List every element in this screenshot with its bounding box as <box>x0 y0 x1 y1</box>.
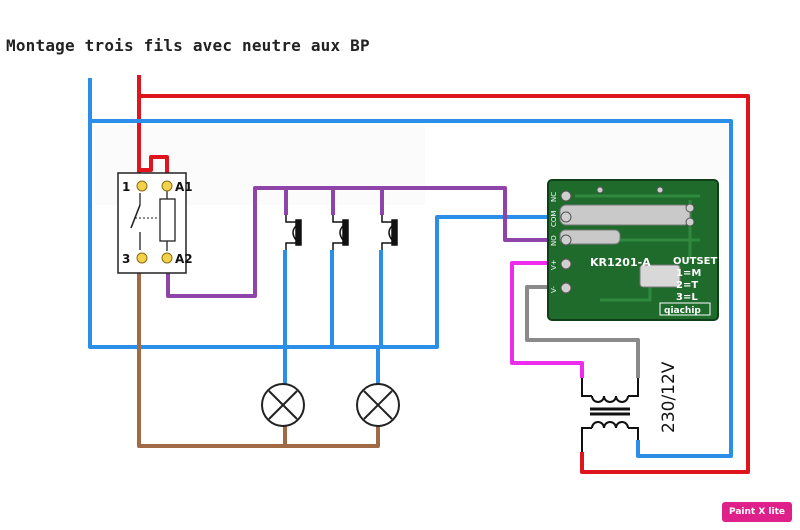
relay-label-1: 1 <box>122 180 130 194</box>
outset-line-1: 1=M <box>676 268 701 279</box>
diagram-title: Montage trois fils avec neutre aux BP <box>6 36 370 55</box>
module-pad <box>560 186 695 294</box>
outset-line-2: 2=T <box>676 280 698 291</box>
push-button <box>332 215 349 250</box>
relay-switch: 1 A1 3 A2 <box>117 172 193 274</box>
command-wire <box>166 186 548 298</box>
module-model: KR1201-A <box>590 256 651 269</box>
watermark-badge: Paint X lite <box>722 502 792 522</box>
pin-label-com: COM <box>550 211 558 227</box>
relay-label-a2: A2 <box>175 252 193 266</box>
transformer <box>581 378 639 452</box>
receiver-module: NC COM NO V+ V- KR1201-A OUTSET 1=M 2=T … <box>547 179 719 321</box>
pin-label-nc: NC <box>550 192 558 202</box>
relay-label-a1: A1 <box>175 180 193 194</box>
neutral-wire <box>88 78 733 458</box>
push-button <box>381 215 398 250</box>
pin-label-vminus: V- <box>550 286 558 293</box>
lamp-return-wire <box>137 258 380 448</box>
outset-line-3: 3=L <box>676 292 698 303</box>
relay-terminal-screw <box>136 180 173 264</box>
module-brand: qiachip <box>664 306 701 316</box>
relay-label-3: 3 <box>122 252 130 266</box>
lamp-icon <box>261 383 305 427</box>
dc-plus-wire <box>510 261 584 378</box>
pin-label-vplus: V+ <box>550 259 558 270</box>
pin-label-no: NO <box>550 235 558 246</box>
outset-heading: OUTSET <box>673 256 717 267</box>
transformer-label: 230/12V <box>659 361 679 433</box>
lamp-icon <box>356 383 400 427</box>
push-button <box>285 215 302 250</box>
dc-minus-wire <box>525 285 640 378</box>
